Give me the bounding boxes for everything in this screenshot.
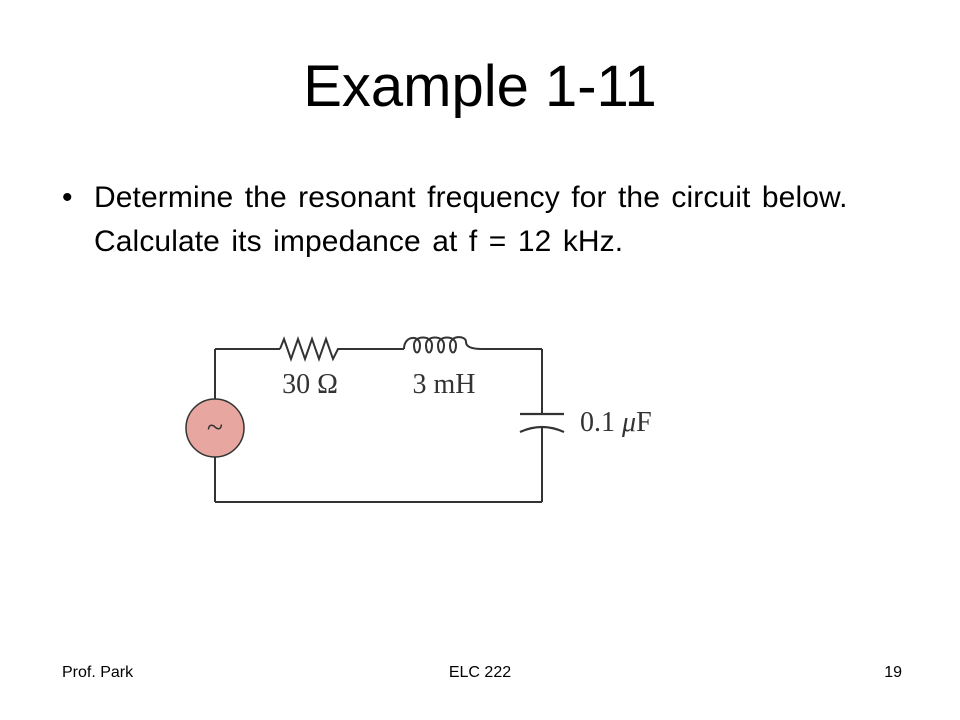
bullet-text: Determine the resonant frequency for the… <box>94 181 848 258</box>
footer-page-number: 19 <box>884 664 902 681</box>
inductor-symbol <box>403 336 483 354</box>
resistor-symbol <box>279 335 342 363</box>
ac-source-tilde: ~ <box>207 411 223 444</box>
bullet-item: • Determine the resonant frequency for t… <box>62 176 902 264</box>
capacitor-label: 0.1 μF <box>580 407 652 438</box>
footer-course: ELC 222 <box>448 664 512 681</box>
bullet-dot: • <box>62 181 73 214</box>
resistor-label: 30 Ω <box>282 369 338 400</box>
ac-source-symbol <box>185 398 245 458</box>
slide-title: Example 1-11 <box>303 54 657 119</box>
inductor-label: 3 mH <box>413 369 476 400</box>
footer-author: Prof. Park <box>62 664 134 681</box>
circuit-wires <box>214 348 543 503</box>
circuit-diagram: ~ 30 Ω 3 mH 0.1 μF <box>185 335 652 503</box>
capacitor-symbol <box>519 412 565 434</box>
